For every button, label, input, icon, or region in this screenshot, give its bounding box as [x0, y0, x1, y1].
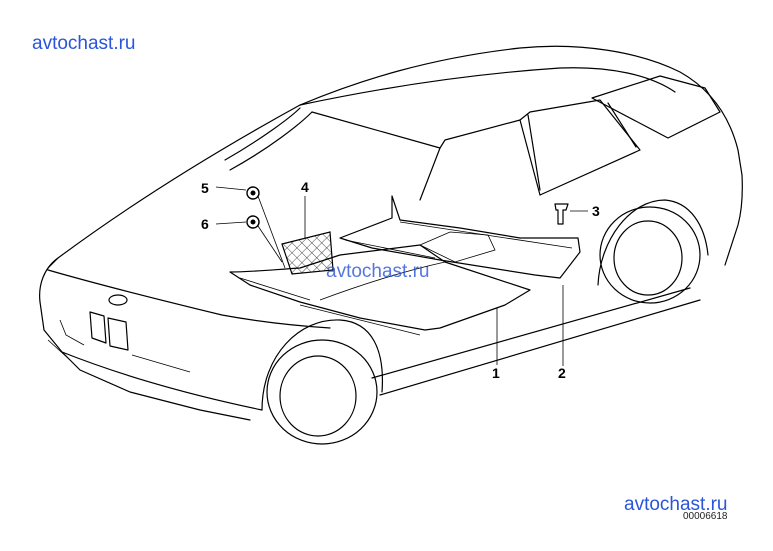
callout-3: 3: [592, 203, 600, 219]
clip: [554, 203, 569, 225]
watermark-center: avtochast.ru: [326, 261, 430, 282]
leader-lines: [215, 186, 588, 366]
fastener-upper: [246, 186, 260, 200]
car-body-outline: [39, 45, 743, 421]
floor-covering-rear: [339, 195, 581, 279]
car-windows: [311, 75, 721, 201]
floor-covering-front: [229, 231, 531, 336]
watermark-bottom: avtochast.ru: [624, 494, 728, 515]
car-front: [47, 294, 191, 373]
callout-5: 5: [201, 180, 209, 196]
callout-1: 1: [492, 365, 500, 381]
diagram-code: 00006618: [683, 511, 728, 522]
fastener-lower: [246, 215, 260, 229]
callout-6: 6: [201, 216, 209, 232]
callout-2: 2: [558, 365, 566, 381]
watermark-top: avtochast.ru: [32, 33, 136, 54]
front-wheel: [261, 319, 384, 445]
rear-wheel: [597, 199, 709, 304]
net: [281, 231, 334, 275]
callout-4: 4: [301, 179, 309, 195]
